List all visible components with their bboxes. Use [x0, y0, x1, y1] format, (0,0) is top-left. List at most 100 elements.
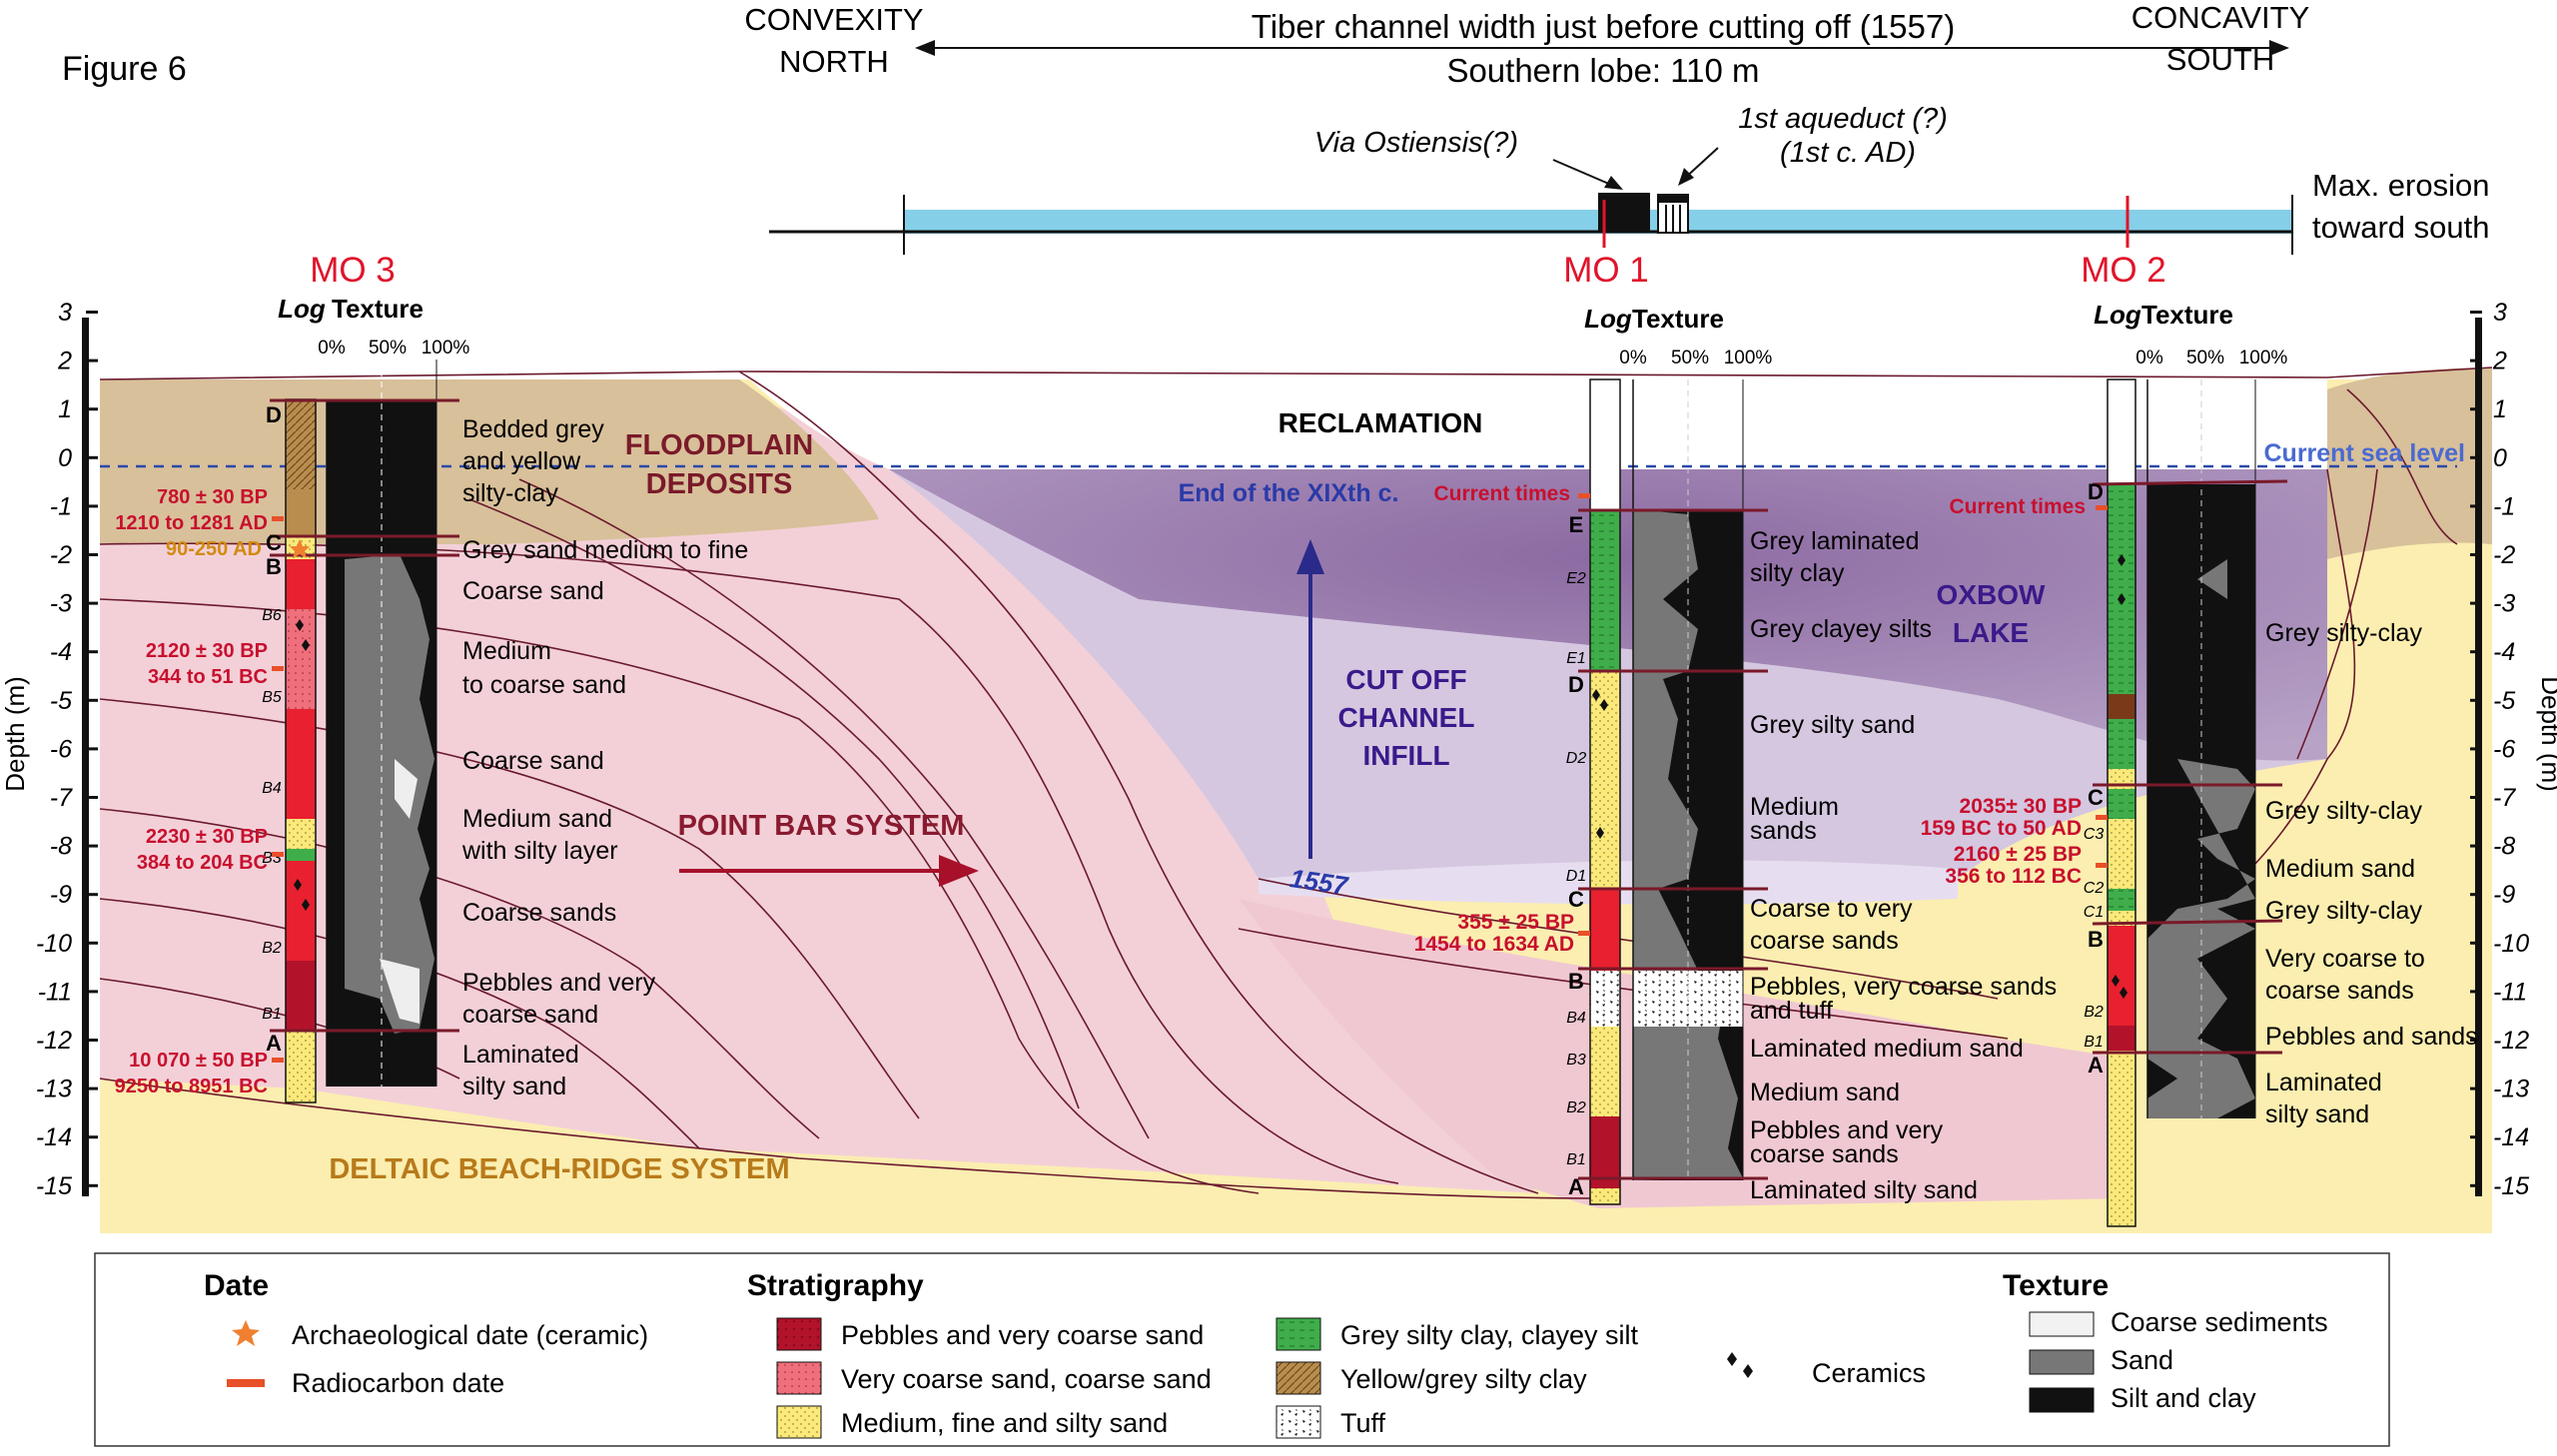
svg-text:A: A [266, 1031, 282, 1056]
axis-tick-label: -11 [38, 978, 72, 1006]
arrowhead-left-icon [915, 40, 935, 56]
aqueduct-pointer-arrowhead-icon [1678, 168, 1694, 186]
axis-tick [86, 407, 98, 411]
svg-text:Grey laminated: Grey laminated [1750, 527, 1920, 555]
axis-tick-label: -7 [2493, 784, 2516, 812]
svg-text:1210 to 1281 AD: 1210 to 1281 AD [115, 512, 268, 534]
arrowhead-right-icon [2269, 40, 2289, 56]
legend-date-title: Date [204, 1269, 269, 1302]
svg-text:C: C [2088, 785, 2104, 810]
axis-tick [86, 650, 98, 654]
axis-tick-label: -14 [36, 1123, 72, 1151]
cutoff-infill-label-3: INFILL [1362, 740, 1449, 771]
convexity-label: CONVEXITY [744, 2, 923, 37]
legend-coarse-sed-swatch [2029, 1311, 2095, 1337]
svg-text:C: C [266, 530, 282, 555]
axis-tick [86, 359, 98, 363]
deltaic-label: DELTAIC BEACH-RIDGE SYSTEM [329, 1153, 789, 1185]
depth-axis-label-left: Depth (m) [0, 676, 30, 792]
legend-archaeological: Archaeological date (ceramic) [292, 1320, 648, 1350]
svg-text:90-250 AD: 90-250 AD [166, 538, 262, 560]
axis-tick [86, 1087, 98, 1091]
svg-text:D: D [1568, 672, 1584, 697]
oxbow-label: OXBOW [1937, 579, 2046, 610]
axis-tick [86, 990, 98, 994]
svg-text:Grey silty-clay: Grey silty-clay [2265, 619, 2422, 647]
svg-text:C: C [1568, 887, 1584, 912]
svg-text:E2: E2 [1566, 570, 1586, 587]
svg-text:Grey silty-clay: Grey silty-clay [2265, 797, 2422, 825]
svg-text:2230 ± 30 BP: 2230 ± 30 BP [146, 826, 268, 848]
mo3-unit-boundaries [270, 398, 459, 1033]
mo2-descriptions: Grey silty-clay Grey silty-clay Medium s… [2265, 619, 2478, 1128]
svg-text:silty sand: silty sand [462, 1073, 566, 1100]
svg-text:B: B [1568, 969, 1584, 994]
axis-tick [86, 311, 98, 314]
axis-tick [2470, 844, 2482, 848]
svg-text:D2: D2 [1566, 750, 1587, 767]
mo2-log-label: Log [2094, 300, 2141, 330]
svg-text:silty clay: silty clay [1750, 559, 1845, 587]
axis-tick [2470, 941, 2482, 945]
legend-medium: Medium, fine and silty sand [841, 1408, 1168, 1438]
svg-text:Very coarse to: Very coarse to [2265, 945, 2425, 973]
svg-text:B5: B5 [262, 689, 282, 706]
mo1-log-label: Log [1584, 304, 1632, 334]
svg-text:10 070 ± 50 BP: 10 070 ± 50 BP [129, 1050, 268, 1072]
via-ostiensis-label: Via Ostiensis(?) [1314, 127, 1518, 159]
legend-tuff-swatch [1276, 1405, 1321, 1439]
mo3-pct-100: 100% [422, 338, 470, 359]
axis-tick [2470, 311, 2482, 314]
axis-tick [2470, 1135, 2482, 1139]
axis-tick-label: -14 [2493, 1123, 2529, 1151]
axis-tick [2470, 601, 2482, 605]
svg-text:B6: B6 [262, 607, 282, 624]
svg-text:Coarse sand: Coarse sand [462, 747, 604, 775]
mo2-unit-letters: D C C3 C2 C1 B B2 B1 A [2084, 479, 2105, 1078]
legend-coarse-sed: Coarse sediments [2111, 1307, 2328, 1337]
svg-text:and yellow: and yellow [462, 447, 581, 475]
svg-text:2035± 30 BP: 2035± 30 BP [1960, 795, 2082, 818]
mo3-radiocarbon-markers [272, 516, 284, 1063]
via-ostiensis-icon [1598, 193, 1650, 233]
legend-grey-clay-swatch [1276, 1317, 1321, 1351]
axis-tick [2470, 407, 2482, 411]
legend-ceramics: Ceramics [1812, 1358, 1926, 1388]
cutoff-infill-label: CUT OFF [1345, 664, 1466, 695]
mo2-log-column [2107, 378, 2136, 1227]
axis-tick [86, 455, 98, 459]
axis-tick-label: -3 [2493, 590, 2515, 618]
axis-tick [2470, 893, 2482, 897]
north-label: NORTH [779, 44, 889, 79]
axis-tick [86, 796, 98, 799]
svg-text:C1: C1 [2084, 904, 2104, 921]
legend-strat-title: Stratigraphy [747, 1269, 924, 1302]
svg-text:Laminated medium sand: Laminated medium sand [1750, 1035, 2024, 1063]
svg-text:silty sand: silty sand [2265, 1100, 2369, 1128]
axis-tick [2470, 1183, 2482, 1187]
svg-text:B4: B4 [1566, 1010, 1586, 1027]
legend-radiocarbon-icon [227, 1379, 265, 1387]
svg-text:B4: B4 [262, 780, 282, 797]
axis-tick-label: -2 [2493, 541, 2515, 569]
axis-tick-label: -15 [2493, 1172, 2529, 1200]
point-bar-arrowhead-icon [939, 855, 979, 887]
svg-text:D: D [2088, 479, 2104, 504]
mo1-texture-label: Texture [1632, 304, 1724, 334]
svg-text:B1: B1 [1566, 1151, 1586, 1168]
axis-tick-label: 1 [2493, 395, 2507, 423]
svg-text:B2: B2 [1566, 1099, 1586, 1116]
point-bar-fill [100, 379, 1538, 1193]
axis-tick-label: -12 [36, 1027, 72, 1055]
axis-tick [2470, 1087, 2482, 1091]
mo1-dates: Current times 355 ± 25 BP 1454 to 1634 A… [1414, 482, 1574, 956]
cutoff-infill-label-2: CHANNEL [1338, 702, 1475, 733]
svg-text:E: E [1569, 512, 1584, 537]
mo3-unit-letters: D C B B6 B5 B4 B3 B2 B1 A [262, 402, 282, 1056]
axis-tick [86, 941, 98, 945]
svg-text:Pebbles, very coarse sands: Pebbles, very coarse sands [1750, 973, 2057, 1001]
axis-tick-label: -10 [2493, 930, 2529, 958]
svg-text:9250 to 8951 BC: 9250 to 8951 BC [115, 1076, 268, 1097]
channel-width-title: Tiber channel width just before cutting … [1252, 8, 1955, 45]
